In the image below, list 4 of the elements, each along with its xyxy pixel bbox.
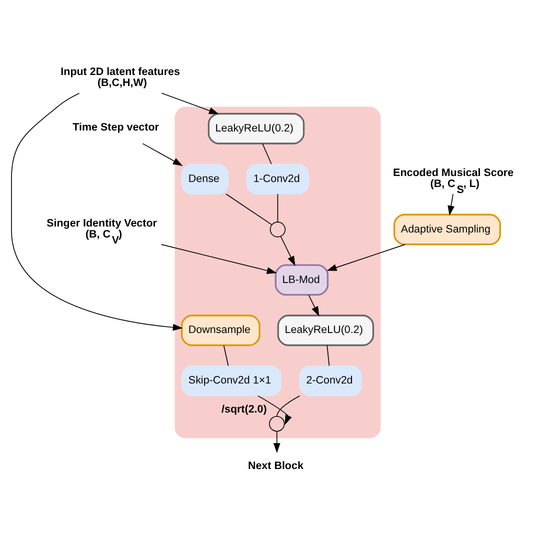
node-text: Input 2D latent features (B,C,H,W) xyxy=(60,66,180,88)
node-text: Next Block xyxy=(248,459,304,472)
node-label: /sqrt(2.0) xyxy=(221,403,267,416)
node-text: Time Step vector xyxy=(72,121,159,134)
